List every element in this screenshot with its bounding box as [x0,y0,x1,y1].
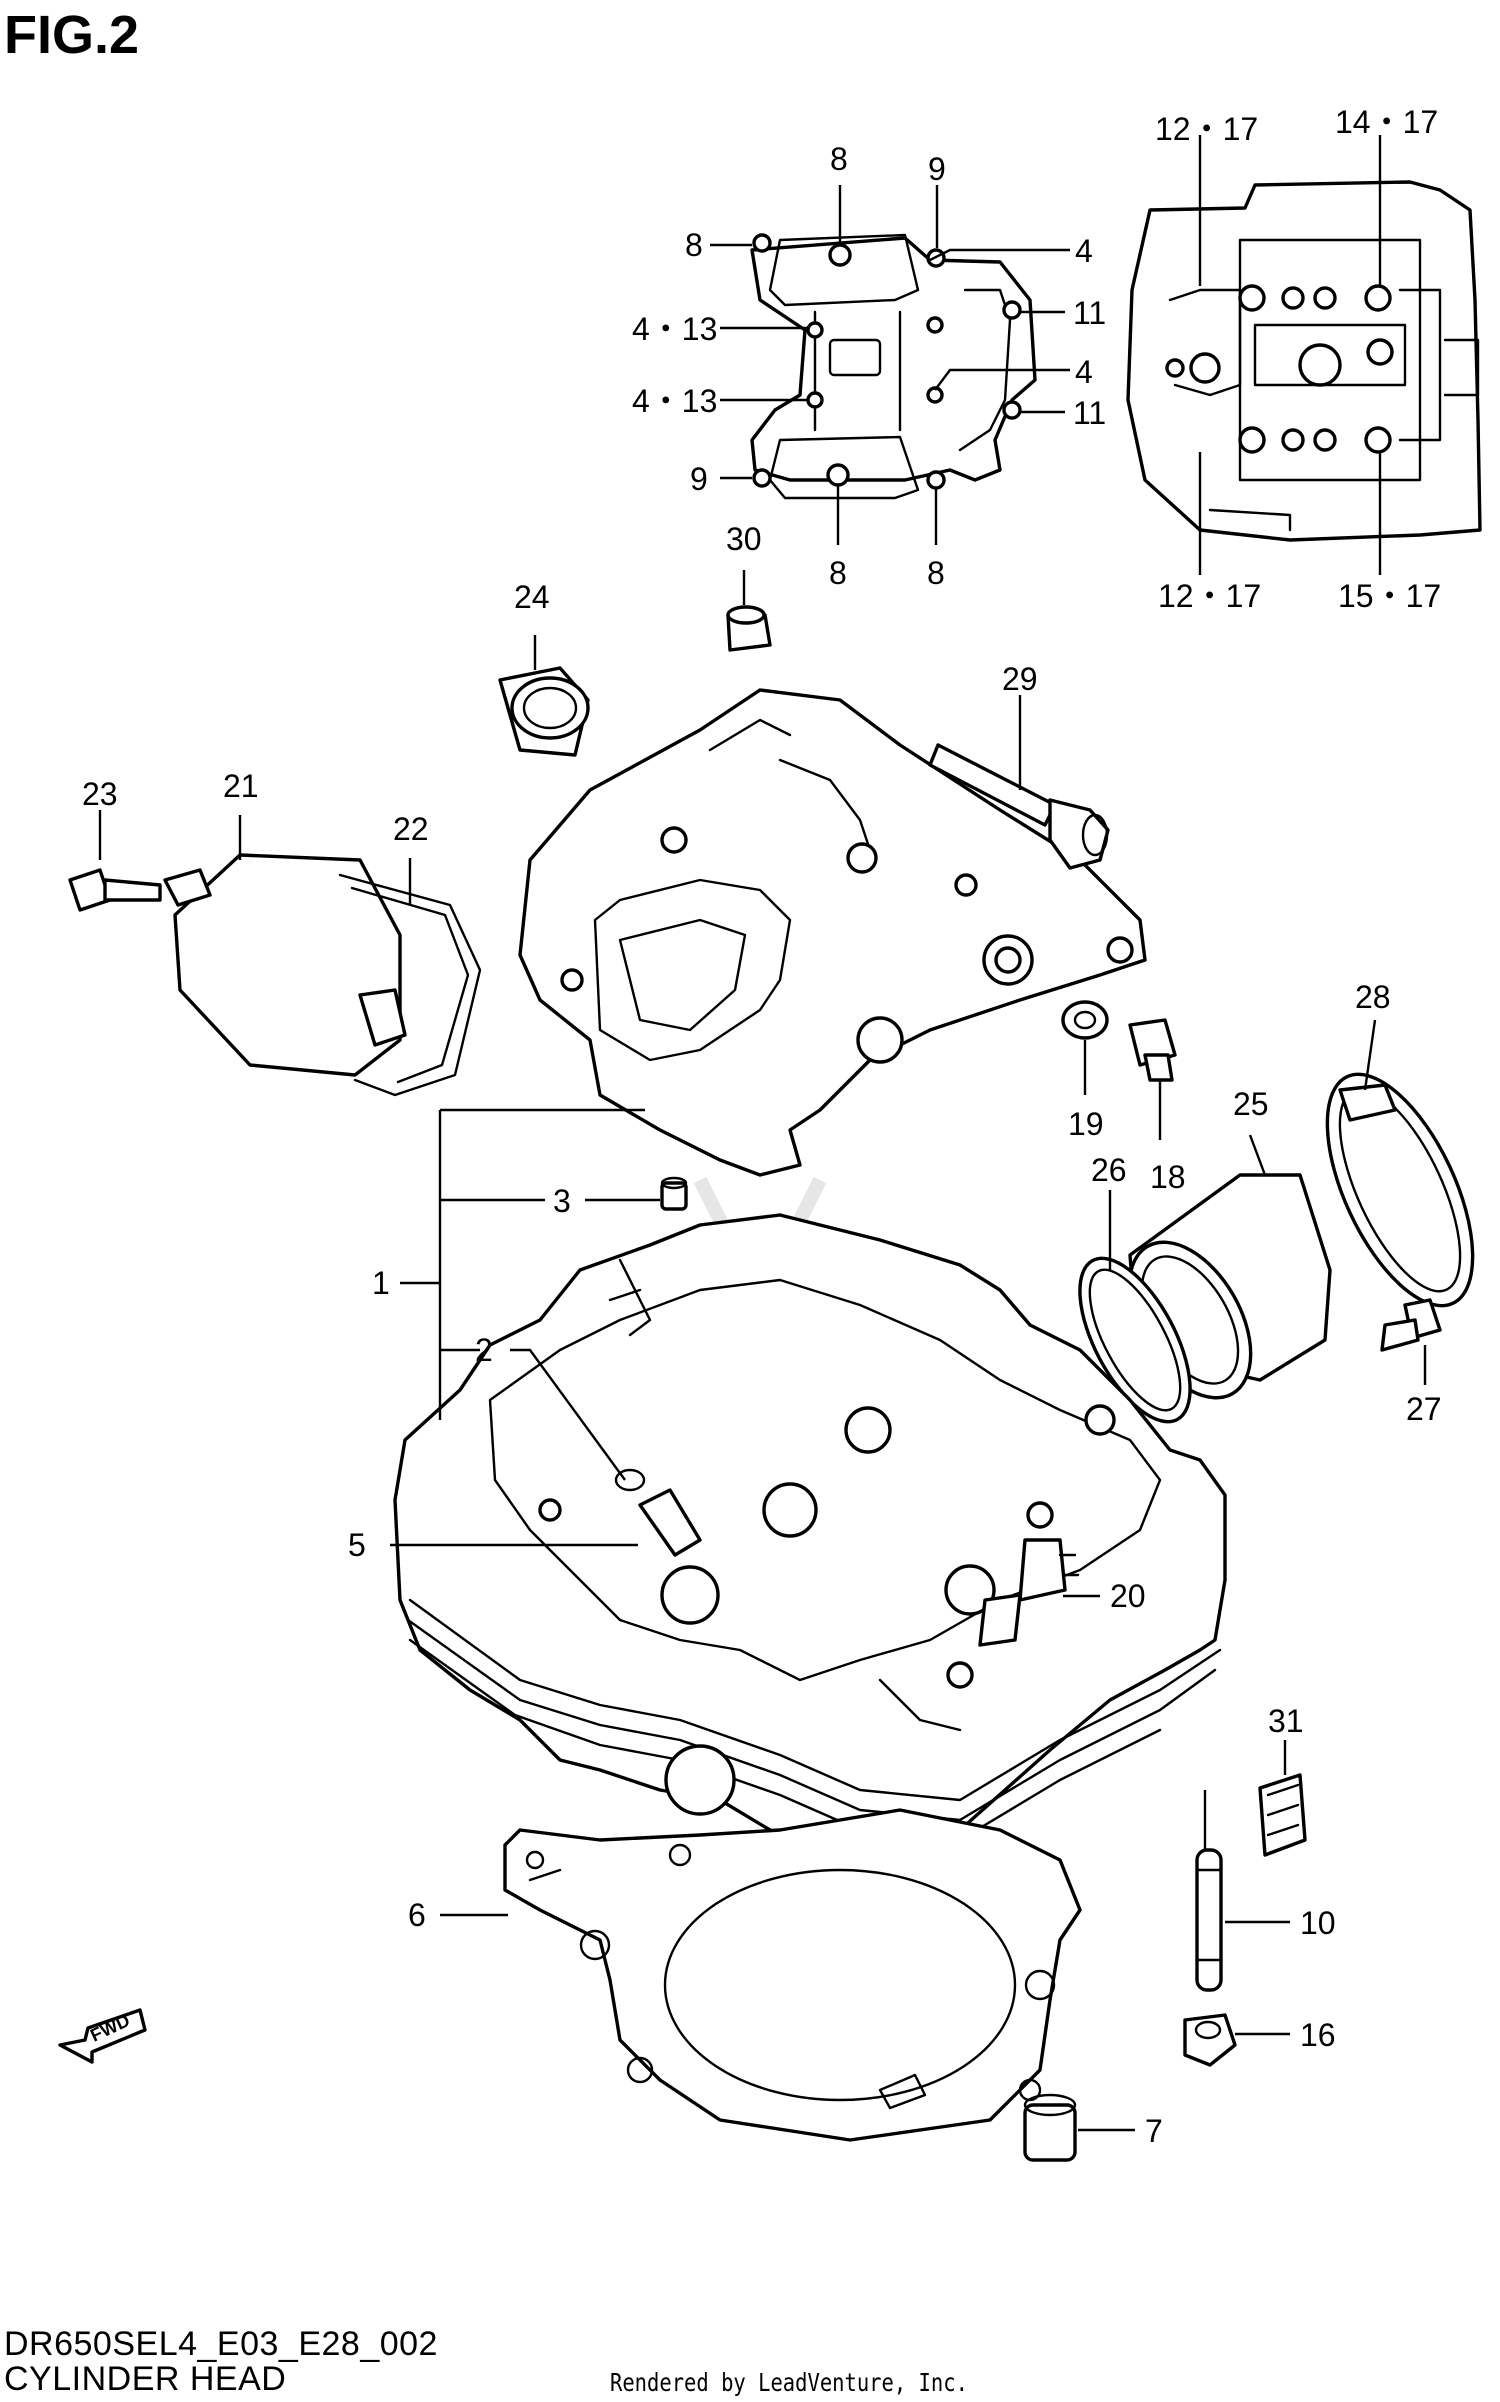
callout-5: 5 [348,1527,366,1563]
part-20-spark-plug [978,1538,1080,1647]
part-3-dowel [660,1176,688,1211]
part-31-pad [1258,1773,1307,1857]
callout-27: 27 [1406,1391,1442,1427]
callout-29: 29 [1002,661,1038,697]
head-top-view-inset [1126,180,1482,542]
callout-26: 26 [1091,1152,1127,1188]
fwd-arrow-icon: FWD [58,2008,147,2064]
cam-holder-inset [750,233,1037,500]
callout-2: 2 [475,1332,493,1368]
callout-8: 8 [927,555,945,591]
callout-25: 25 [1233,1086,1269,1122]
callout-22: 22 [393,811,429,847]
callout-30: 30 [726,521,762,557]
callout-24: 24 [514,579,550,615]
callout-8: 8 [685,227,703,263]
callout-3: 3 [553,1183,571,1219]
part-22-gasket [338,873,482,1097]
callout-11: 11 [1073,395,1106,431]
callout-16: 16 [1300,2017,1336,2053]
part-19-washer [1061,1000,1109,1040]
callout-10: 10 [1300,1905,1336,1941]
callout-15-17: 15・17 [1338,578,1441,614]
part-18-plug [1128,1018,1177,1082]
callout-6: 6 [408,1897,426,1933]
part-28-clamp [1325,1072,1475,1308]
leader-lines [98,135,1427,2132]
part-23-bolt [68,868,162,912]
diagram-code: DR650SEL4_E03_E28_002 [4,2325,438,2363]
callout-28: 28 [1355,979,1391,1015]
part-29-bolt [928,743,1110,870]
callout-7: 7 [1145,2113,1163,2149]
part-26-o-ring [1078,1256,1192,1424]
callout-12-17: 12・17 [1158,578,1261,614]
callout-4-13: 4・13 [632,383,717,419]
part-7-dowel [1023,2093,1077,2162]
callout-labels: 8 9 8 4 4・13 11 4 4・13 11 9 8 8 12・17 14… [82,104,1442,2149]
callout-9: 9 [690,461,708,497]
callout-12-17: 12・17 [1155,111,1258,147]
part-25-intake-pipe [1127,1173,1332,1400]
callout-8: 8 [829,555,847,591]
part-24-seal [498,666,590,757]
callout-8: 8 [830,141,848,177]
callout-18: 18 [1150,1159,1186,1195]
callout-21: 21 [223,768,259,804]
cylinder-head [393,1213,1227,1912]
figure-title: FIG.2 [4,5,140,65]
callout-4: 4 [1075,354,1093,390]
callout-4: 4 [1075,233,1093,269]
callout-31: 31 [1268,1703,1304,1739]
callout-19: 19 [1068,1106,1104,1142]
part-10-stud [1195,1848,1223,1992]
part-6-head-gasket [503,1808,1082,2142]
cam-housing [518,688,1147,1177]
callout-9: 9 [928,151,946,187]
callout-4-13: 4・13 [632,311,717,347]
part-16-nut [1183,2013,1237,2067]
callout-1: 1 [372,1265,390,1301]
part-27-bolt [1380,1298,1442,1352]
part-5-valve-guide [614,1468,702,1557]
part-30-cap [726,605,772,652]
diagram-name: CYLINDER HEAD [4,2360,287,2398]
callout-23: 23 [82,776,118,812]
callout-20: 20 [1110,1578,1146,1614]
render-credit: Rendered by LeadVenture, Inc. [610,2368,968,2397]
callout-11: 11 [1073,295,1106,331]
part-21-cover [163,853,407,1077]
callout-14-17: 14・17 [1335,104,1438,140]
